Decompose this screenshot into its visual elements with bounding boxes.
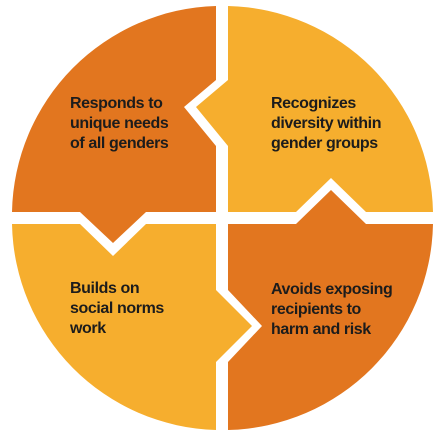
quadrant-bottom-right [228,190,433,430]
quadrant-bottom-left [12,224,252,430]
quadrant-top-left [12,6,216,243]
quadrant-top-right [196,6,433,212]
quadrant-label-bottom-right: Avoids exposing recipients to harm and r… [271,281,393,338]
quadrant-label-top-right: Recognizes diversity within gender group… [271,95,382,152]
quadrant-label-bottom-left: Builds on social norms work [70,280,164,337]
quadrant-label-top-left: Responds to unique needs of all genders [70,95,169,152]
